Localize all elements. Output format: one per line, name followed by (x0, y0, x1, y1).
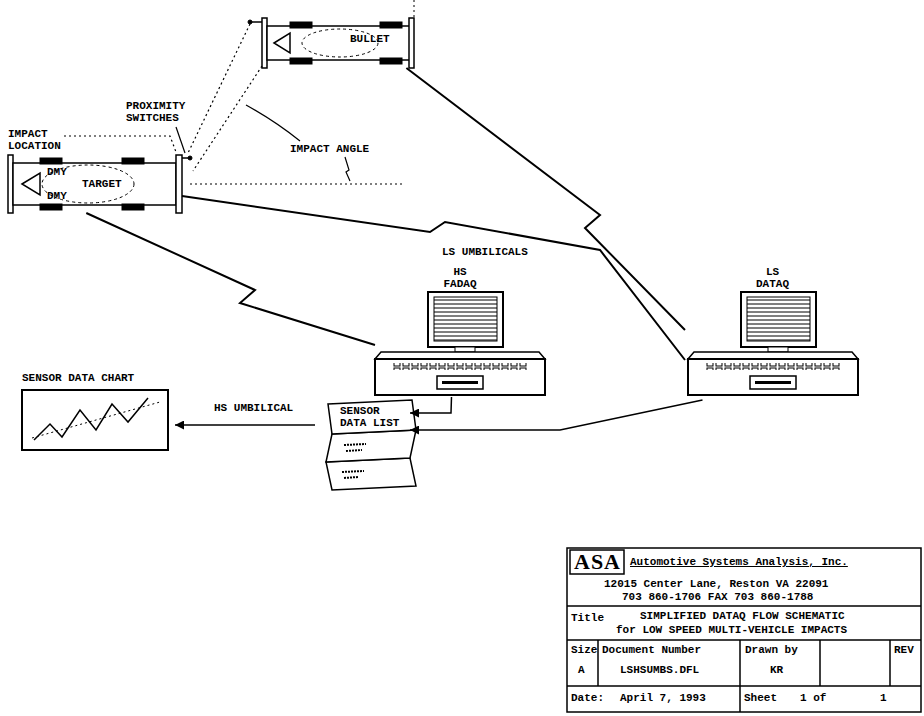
dummy-label: DMY (47, 190, 67, 202)
field-name: Title (571, 612, 604, 624)
bullet-vehicle (248, 0, 414, 68)
callout-label: IMPACT ANGLE (290, 143, 369, 155)
target-vehicle (176, 155, 182, 213)
data-flow-arrow (410, 400, 703, 430)
bullet-vehicle (290, 58, 312, 64)
cable-label: HS UMBILICAL (212, 402, 295, 414)
field-value: A (578, 664, 585, 676)
vehicle-name: TARGET (82, 178, 122, 190)
sensor-data-list-sheets (346, 450, 362, 451)
bullet-vehicle (267, 26, 410, 60)
geometry-lines (190, 183, 405, 184)
data-chart-node: SENSOR DATA CHART (15, 370, 175, 452)
cable-label: LS UMBILICALS (440, 246, 530, 258)
target-vehicle (40, 204, 62, 210)
title-block-frame (567, 605, 921, 607)
field-value: KR (770, 664, 783, 676)
computer-label: LS DATAQ (752, 266, 793, 290)
data-flow-arrow (410, 397, 452, 413)
computer-icons (688, 292, 858, 395)
geometry-lines (64, 24, 405, 184)
target-vehicle (22, 173, 40, 195)
sensor-chart-frame (22, 390, 168, 450)
target-vehicle (42, 165, 134, 203)
bullet-vehicle (290, 22, 312, 28)
field-name: REV (894, 644, 914, 656)
callout-label: IMPACT LOCATION (8, 128, 62, 152)
bullet-vehicle (380, 58, 402, 64)
company-address: 12015 Center Lane, Reston VA 22091 (604, 578, 828, 590)
field-value: 1 of (800, 692, 826, 704)
bullet-vehicle (409, 18, 414, 68)
drawing-title: for LOW SPEED MULTI-VEHICLE IMPACTS (616, 624, 847, 636)
sensor-chart-frame (32, 402, 160, 438)
data-list-node: SENSOR DATA LIST (315, 400, 410, 500)
chart-heading: SENSOR DATA CHART (22, 372, 134, 384)
geometry-lines (193, 66, 262, 171)
company-phone: 703 860-1706 FAX 703 860-1788 (622, 591, 813, 603)
sensor-data-list-sheets (342, 471, 364, 472)
sensor-data-list-sheets (326, 400, 416, 490)
target-vehicle (13, 163, 176, 205)
sensor-data-list-sheets (344, 477, 358, 478)
geometry-lines (188, 24, 250, 153)
target-vehicle (122, 158, 144, 164)
target-vehicle (40, 158, 62, 164)
bullet-vehicle (380, 22, 402, 28)
bullet-vehicle (414, 0, 415, 18)
title-block-frame (567, 685, 921, 687)
title-block-frame (739, 640, 741, 712)
field-name: Date: (571, 692, 604, 704)
target-vehicle (8, 155, 192, 213)
umbilical-cable (86, 213, 375, 345)
sensor-chart-frame (22, 390, 168, 450)
title-block-frame (570, 550, 624, 574)
data-flow-arrow (175, 424, 315, 426)
computer-node: HS FADAQ (375, 262, 545, 397)
computer-node: LS DATAQ (685, 262, 860, 400)
bullet-vehicle (274, 33, 290, 53)
target-vehicle-node: DMY DMY TARGET (8, 155, 182, 213)
umbilical-cable (406, 68, 685, 330)
sensor-chart-frame (34, 398, 148, 440)
title-block-frame (567, 548, 921, 712)
company-name: Automotive Systems Analysis, Inc. (630, 556, 848, 568)
computer-icons (375, 292, 545, 395)
title-block-frame (819, 640, 821, 686)
title-block-frame (597, 640, 599, 686)
field-value: April 7, 1993 (620, 692, 706, 704)
geometry-lines (64, 136, 176, 152)
geometry-lines (246, 105, 300, 141)
target-vehicle (188, 156, 192, 160)
title-block-frame (889, 640, 891, 686)
field-name: Sheet (744, 692, 777, 704)
umbilical-cable (182, 196, 685, 360)
title-block-frame (567, 548, 921, 712)
sensor-data-list-sheets (344, 444, 366, 445)
field-name: Size (571, 644, 597, 656)
title-block-frame (567, 639, 921, 641)
sensor-data-list-sheets (328, 400, 416, 434)
sensor-data-list-sheets (326, 458, 416, 490)
vehicle-name: BULLET (350, 33, 390, 45)
drawing-title: SIMPLIFIED DATAQ FLOW SCHEMATIC (640, 610, 845, 622)
computer-icons (375, 292, 858, 395)
field-name: Document Number (602, 644, 701, 656)
sensor-data-list-sheets (326, 430, 416, 462)
field-name: Drawn by (745, 644, 798, 656)
field-value: 1 (880, 692, 887, 704)
computer-label: HS FADAQ (440, 266, 481, 290)
company-logo: ASA (574, 550, 621, 574)
target-vehicle (122, 204, 144, 210)
geometry-lines (345, 157, 350, 181)
bullet-vehicle-node: BULLET (262, 18, 414, 68)
bullet-vehicle (248, 20, 252, 24)
geometry-lines (176, 127, 185, 153)
dummy-label: DMY (47, 166, 67, 178)
field-value: LSHSUMBS.DFL (620, 664, 699, 676)
data-list-label: SENSOR DATA LIST (340, 405, 401, 429)
callout-label: PROXIMITY SWITCHES (126, 100, 187, 124)
